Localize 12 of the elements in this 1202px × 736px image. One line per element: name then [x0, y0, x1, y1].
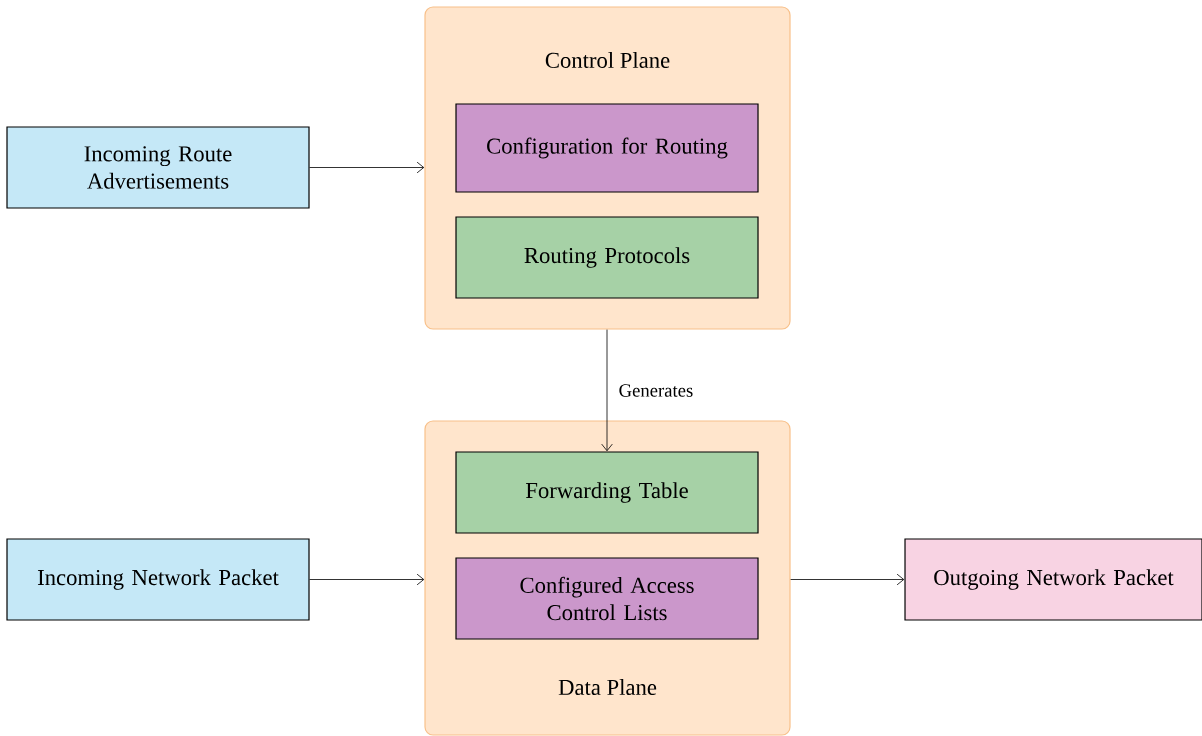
process-box: Configuration for Routing [455, 103, 759, 193]
process-box: Forwarding Table [455, 451, 759, 534]
edge-label: Generates [617, 382, 695, 399]
process-box: Routing Protocols [455, 216, 759, 299]
process-box: Outgoing Network Packet [904, 538, 1202, 621]
process-box: Incoming Network Packet [6, 538, 310, 621]
process-box: Configured Access Control Lists [455, 557, 759, 640]
process-box: Incoming Route Advertisements [6, 126, 310, 209]
arrow [309, 573, 425, 586]
arrow [790, 573, 905, 586]
arrow [601, 329, 613, 452]
arrow [309, 161, 425, 174]
